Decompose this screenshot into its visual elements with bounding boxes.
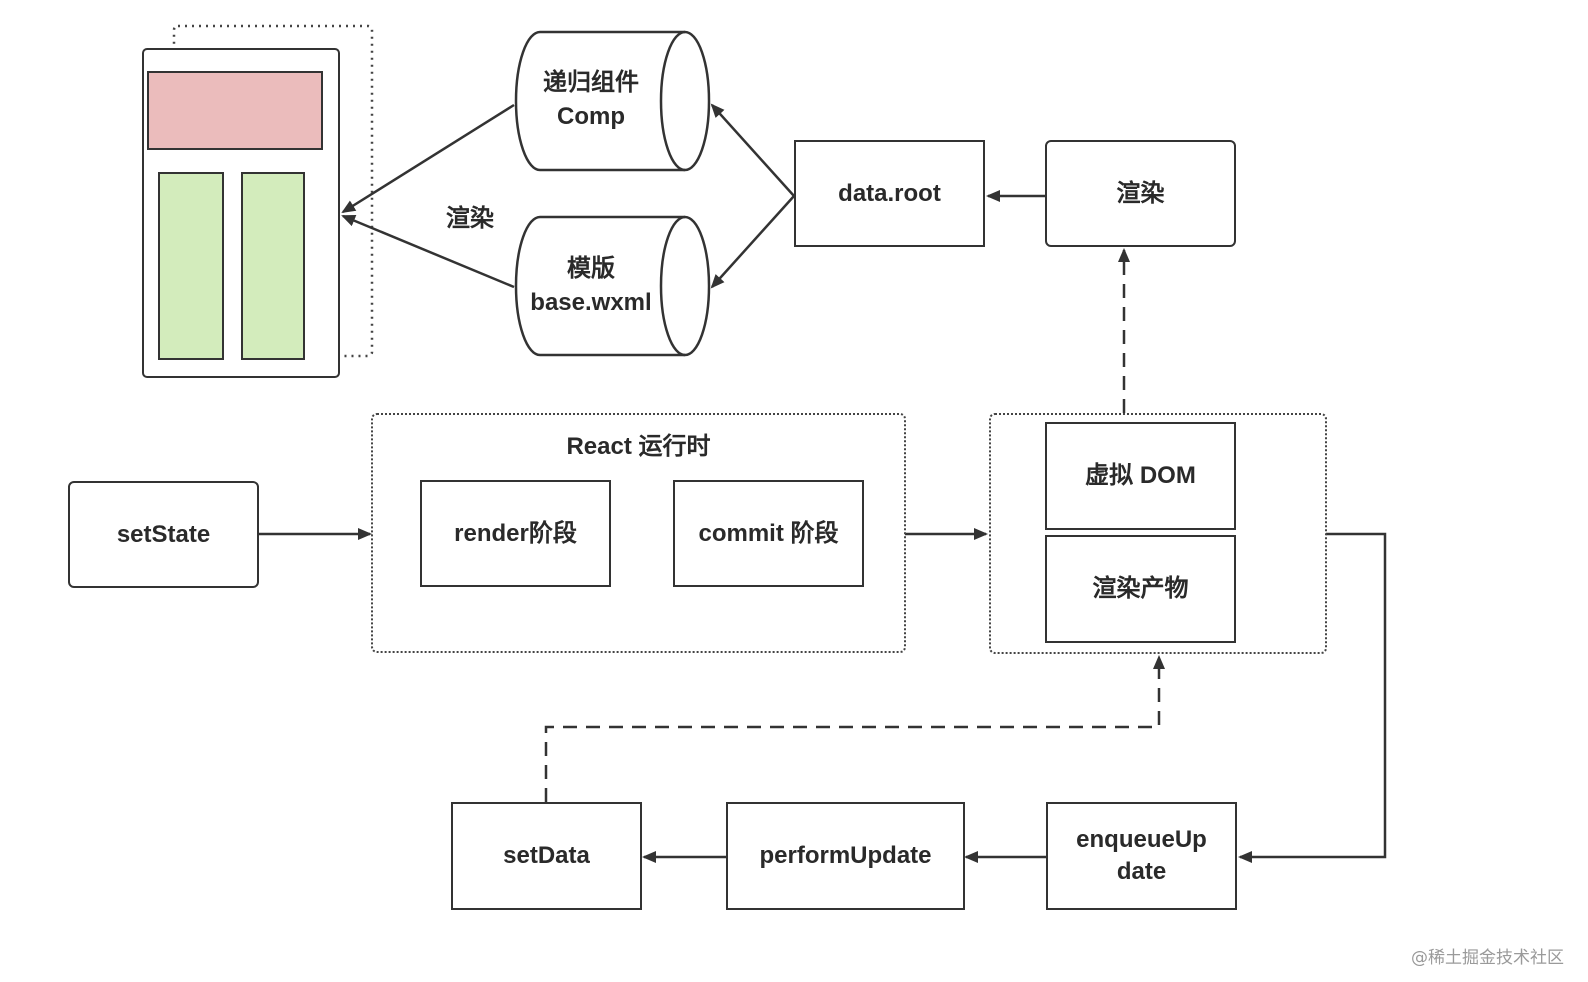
render-output-group bbox=[989, 413, 1327, 654]
set-state-box: setState bbox=[68, 481, 259, 588]
perform-update-box: performUpdate bbox=[726, 802, 965, 910]
enqueue-update-line1: enqueueUp bbox=[1076, 826, 1207, 853]
edge-template-to-mockup bbox=[341, 214, 515, 289]
comp-cylinder bbox=[514, 30, 711, 172]
render-edge-label: 渲染 bbox=[446, 205, 494, 232]
virtual-dom-box: 虚拟 DOM bbox=[1045, 422, 1236, 530]
template-cylinder bbox=[514, 215, 711, 357]
comp-cylinder-line2: Comp bbox=[557, 103, 625, 130]
mockup-header-block bbox=[147, 71, 323, 150]
set-data-box: setData bbox=[451, 802, 642, 910]
react-runtime-title: React 运行时 bbox=[566, 433, 711, 460]
render-output-box: 渲染产物 bbox=[1045, 535, 1236, 643]
render-phase-box: render阶段 bbox=[420, 480, 611, 587]
edge-dataroot-to-comp bbox=[710, 103, 795, 197]
template-cylinder-line2: base.wxml bbox=[530, 289, 652, 316]
edge-dataroot-to-template bbox=[710, 195, 795, 289]
mockup-right-column bbox=[241, 172, 305, 360]
template-cylinder-line1: 模版 bbox=[567, 255, 615, 282]
watermark: @稀土掘金技术社区 bbox=[1411, 948, 1564, 968]
enqueue-update-box: enqueueUp date bbox=[1046, 802, 1237, 910]
render-box: 渲染 bbox=[1045, 140, 1236, 247]
data-root-box: data.root bbox=[794, 140, 985, 247]
react-runtime-group bbox=[371, 413, 906, 653]
edge-output-to-enqueue bbox=[1238, 532, 1387, 863]
edge-setdata-to-output bbox=[544, 655, 1165, 802]
comp-cylinder-label: 递归组件 Comp bbox=[516, 66, 666, 134]
edge-comp-to-mockup bbox=[341, 103, 515, 214]
commit-phase-box: commit 阶段 bbox=[673, 480, 864, 587]
mockup-back-frame bbox=[172, 24, 374, 358]
mockup-left-column bbox=[158, 172, 224, 360]
template-cylinder-label: 模版 base.wxml bbox=[516, 252, 666, 320]
enqueue-update-line2: date bbox=[1116, 858, 1167, 885]
comp-cylinder-line1: 递归组件 bbox=[543, 69, 639, 96]
